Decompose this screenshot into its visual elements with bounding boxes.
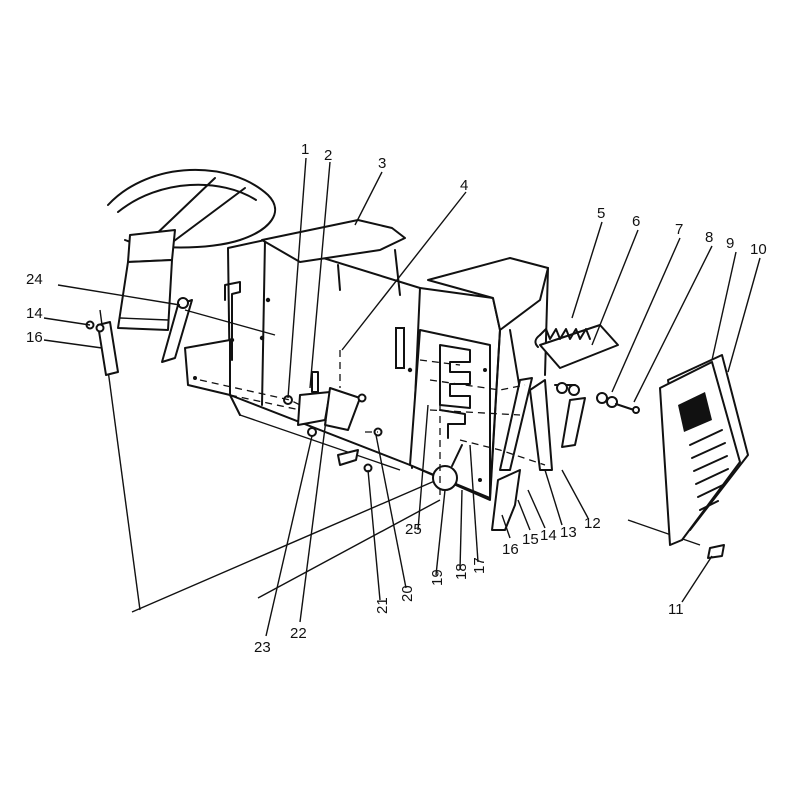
callout-7: 7 bbox=[675, 221, 683, 238]
callout-9: 9 bbox=[726, 235, 734, 252]
knob bbox=[432, 444, 463, 491]
callout-2: 2 bbox=[324, 147, 332, 164]
grille-slots bbox=[689, 429, 729, 511]
callout-labels: 1 2 3 4 5 6 7 8 9 10 11 12 13 14 14 15 1… bbox=[26, 141, 767, 656]
callout-15: 15 bbox=[522, 531, 539, 548]
steering-wheel bbox=[107, 169, 276, 331]
levers bbox=[491, 377, 586, 531]
callout-16-right: 16 bbox=[502, 541, 519, 558]
callout-13: 13 bbox=[560, 524, 577, 541]
callout-17: 17 bbox=[471, 557, 488, 574]
callout-22: 22 bbox=[290, 625, 307, 642]
rear-tower bbox=[427, 257, 619, 496]
hardware-stack bbox=[556, 382, 640, 414]
left-linkage bbox=[85, 297, 276, 396]
callout-20: 20 bbox=[399, 585, 416, 602]
assembly-lines bbox=[199, 350, 701, 546]
callout-14-right: 14 bbox=[540, 527, 557, 544]
callout-25: 25 bbox=[405, 521, 422, 538]
grille-panel bbox=[659, 354, 749, 559]
center-bracket bbox=[283, 371, 383, 473]
callout-6: 6 bbox=[632, 213, 640, 230]
leader-lines bbox=[43, 157, 761, 637]
spring bbox=[534, 328, 591, 348]
callout-4: 4 bbox=[460, 177, 468, 194]
callout-19: 19 bbox=[429, 569, 446, 586]
control-plate bbox=[409, 329, 491, 499]
callout-24: 24 bbox=[26, 271, 43, 288]
callout-11: 11 bbox=[668, 601, 684, 618]
callout-18: 18 bbox=[453, 563, 470, 580]
callout-14-left: 14 bbox=[26, 305, 43, 322]
callout-1: 1 bbox=[301, 141, 309, 158]
callout-5: 5 bbox=[597, 205, 605, 222]
callout-23: 23 bbox=[254, 639, 271, 656]
callout-16-left: 16 bbox=[26, 329, 43, 346]
callout-21: 21 bbox=[374, 597, 391, 614]
callout-10: 10 bbox=[750, 241, 767, 258]
callout-3: 3 bbox=[378, 155, 386, 172]
callout-8: 8 bbox=[705, 229, 713, 246]
callout-12: 12 bbox=[584, 515, 601, 532]
